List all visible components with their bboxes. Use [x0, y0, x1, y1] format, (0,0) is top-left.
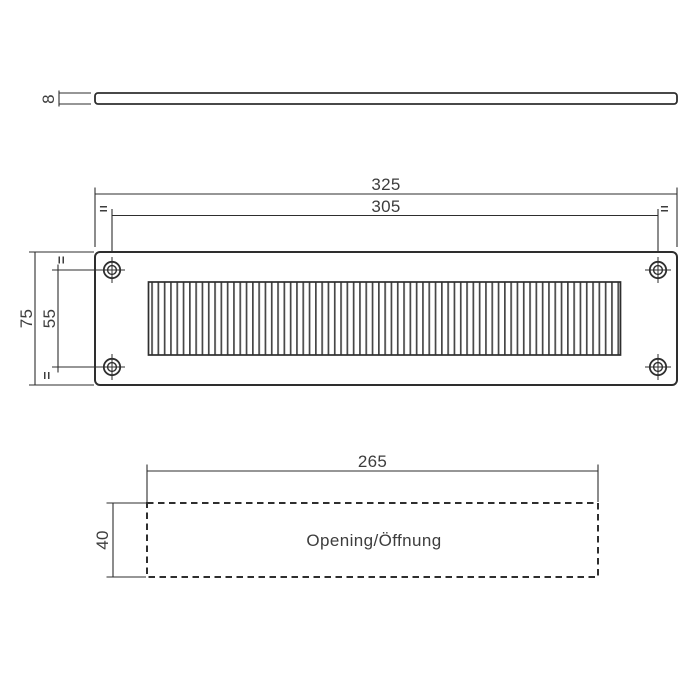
equal-mark-bottom: =	[39, 371, 55, 379]
hole-spacing-width-label: 305	[371, 197, 400, 216]
screw-hole-bottom-left	[99, 354, 125, 380]
opening-view: 265 40 Opening/Öffnung	[93, 452, 599, 578]
hole-inner-circle	[106, 264, 118, 276]
equal-mark-top: =	[54, 256, 70, 264]
opening-height-label: 40	[93, 530, 112, 550]
opening-label: Opening/Öffnung	[306, 531, 441, 550]
hole-outer-circle	[648, 260, 668, 280]
side-view: 8	[39, 90, 678, 107]
screw-hole-top-left	[99, 257, 125, 283]
brush-panel	[147, 281, 622, 356]
side-view-plate-profile	[94, 92, 678, 105]
screw-hole-top-right	[645, 257, 671, 283]
overall-width-label: 325	[371, 175, 400, 194]
front-view: 325 305 = =	[17, 175, 678, 386]
opening-width-label: 265	[358, 452, 387, 471]
hole-inner-circle	[652, 264, 664, 276]
hole-spacing-height-label: 55	[40, 309, 59, 329]
opening-outline	[146, 502, 599, 578]
screw-hole-bottom-right	[645, 354, 671, 380]
hole-outer-circle	[102, 357, 122, 377]
hole-outer-circle	[102, 260, 122, 280]
thickness-dimension-label: 8	[39, 94, 58, 104]
hole-inner-circle	[652, 361, 664, 373]
hole-inner-circle	[106, 361, 118, 373]
hole-outer-circle	[648, 357, 668, 377]
equal-mark-left: =	[99, 201, 107, 217]
overall-height-label: 75	[17, 309, 36, 329]
equal-mark-right: =	[660, 201, 668, 217]
